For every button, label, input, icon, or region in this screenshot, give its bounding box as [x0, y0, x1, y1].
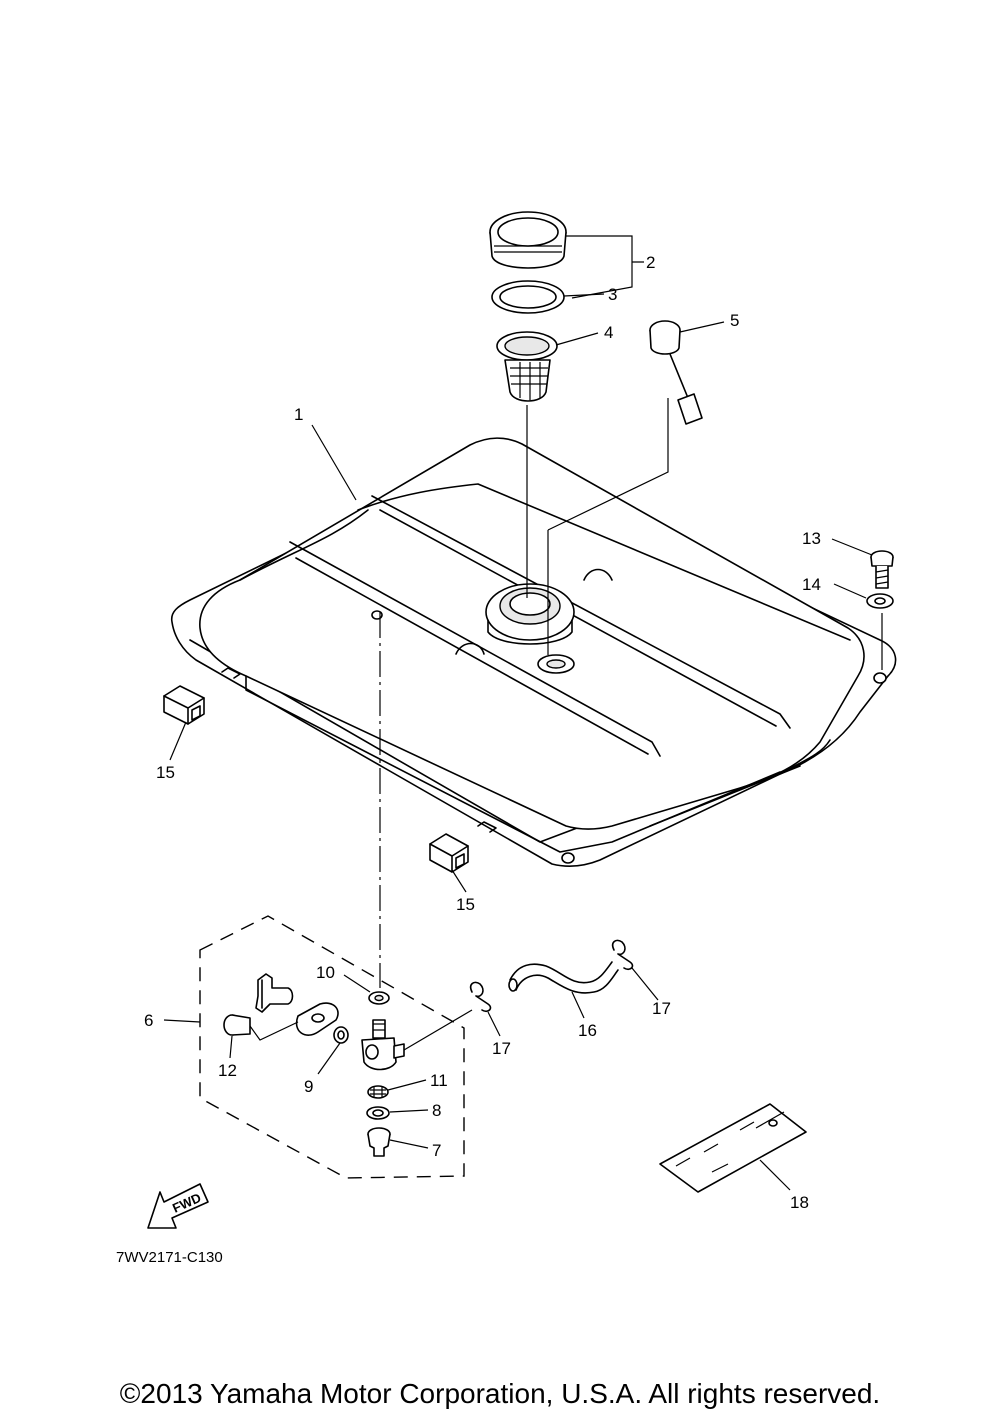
o-ring [333, 1026, 349, 1044]
washer [866, 593, 894, 609]
plate [295, 1002, 339, 1036]
callout-16: 16 [578, 1021, 597, 1040]
callout-14: 14 [802, 575, 821, 594]
filter-screen [367, 1085, 389, 1099]
callout-15-left: 15 [156, 763, 175, 782]
fwd-direction-arrow: FWD [147, 1183, 209, 1229]
callout-5: 5 [730, 311, 739, 330]
fuel-strainer [496, 331, 558, 402]
callout-11: 11 [430, 1071, 448, 1090]
callout-3: 3 [608, 285, 617, 304]
callout-18: 18 [790, 1193, 809, 1212]
callout-12: 12 [218, 1061, 237, 1080]
damper [429, 833, 469, 873]
fuel-cup [367, 1127, 391, 1157]
drain-lever [255, 973, 294, 1013]
callout-17-left: 17 [492, 1039, 511, 1058]
fuel-gauge [649, 320, 703, 425]
owners-manual [659, 1103, 807, 1193]
callout-7: 7 [432, 1141, 441, 1160]
callout-labels: 1 2 3 4 5 6 7 8 9 10 11 12 13 14 15 15 1… [144, 253, 821, 1212]
callout-2: 2 [646, 253, 655, 272]
cap-gasket [491, 280, 565, 314]
callout-4: 4 [604, 323, 613, 342]
callout-13: 13 [802, 529, 821, 548]
fuel-cock [361, 1019, 405, 1071]
copyright-notice: ©2013 Yamaha Motor Corporation, U.S.A. A… [119, 1378, 881, 1409]
cup-gasket [366, 1106, 390, 1120]
callout-10: 10 [316, 963, 335, 982]
callout-9: 9 [304, 1077, 313, 1096]
assembly-center-lines [379, 398, 883, 988]
fuel-cock-group-outline [199, 915, 465, 1179]
bolt [870, 550, 894, 589]
callout-6: 6 [144, 1011, 153, 1030]
fuel-cap [489, 211, 567, 269]
callout-8: 8 [432, 1101, 441, 1120]
drawing-code: 7WV2171-C130 [116, 1249, 223, 1266]
fuel-hose [508, 961, 619, 994]
leader-lines [163, 235, 873, 1191]
callout-17-right: 17 [652, 999, 671, 1018]
gasket-washer [368, 991, 390, 1005]
hose-clip [469, 981, 492, 1013]
damper [163, 685, 205, 725]
hose-clip [611, 939, 634, 971]
callout-1: 1 [294, 405, 303, 424]
fuel-tank-body [170, 437, 897, 867]
callout-15-right: 15 [456, 895, 475, 914]
drain-screw [223, 1014, 251, 1036]
